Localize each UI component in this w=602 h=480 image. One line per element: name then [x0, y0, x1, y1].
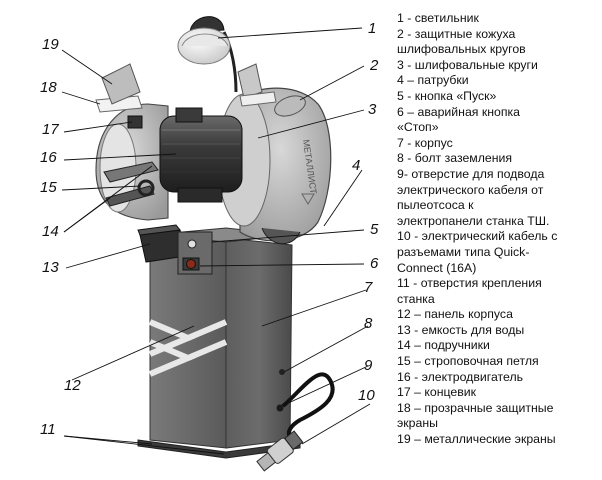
legend-line: 7 - корпус [397, 135, 453, 150]
legend-line: 1 - светильник [397, 11, 479, 25]
callout-4: 4 [352, 157, 360, 174]
metal-screen [101, 63, 141, 105]
callout-16: 16 [40, 149, 57, 166]
legend-line: 14 – подручники [397, 338, 490, 353]
callout-10: 10 [358, 387, 375, 404]
callout-19: 19 [42, 36, 59, 53]
dust-pipe [261, 227, 301, 244]
callout-18: 18 [40, 79, 57, 96]
legend-line: «Стоп» [397, 120, 439, 135]
legend-line: 6 – аварийная кнопка [397, 104, 521, 119]
start-button [187, 239, 197, 249]
legend-line: 16 - электродвигатель [397, 369, 524, 384]
limit-switch [127, 115, 143, 129]
callout-17: 17 [42, 121, 59, 138]
callout-14: 14 [42, 223, 59, 240]
legend-line: 8 - болт заземления [397, 151, 513, 166]
pedestal-body [137, 227, 301, 459]
callout-13: 13 [42, 259, 59, 276]
legend-line: 17 – концевик [397, 385, 477, 400]
legend-line: 18 – прозрачные защитные [397, 400, 554, 415]
legend-line: экраны [397, 416, 438, 431]
legend-line: 10 - электрический кабель с [397, 229, 558, 244]
legend-line: Connect (16A) [397, 260, 477, 275]
callout-numbers: 1 2 3 4 5 6 7 8 9 10 11 12 13 14 15 16 1… [40, 20, 379, 438]
legend-line: 19 – металлические экраны [397, 432, 556, 447]
lifting-loop [137, 179, 155, 197]
legend-line: станка [397, 291, 435, 306]
callout-8: 8 [364, 315, 373, 332]
callout-7: 7 [364, 279, 373, 296]
control-box [177, 231, 213, 275]
leader-lines [61, 27, 371, 455]
legend-line: электропанели станка ТШ. [397, 213, 550, 228]
callout-9: 9 [364, 357, 373, 374]
callout-1: 1 [368, 20, 376, 37]
callout-12: 12 [64, 377, 81, 394]
legend-line: 2 - защитные кожуха [397, 26, 516, 41]
legend-line: 12 – панель корпуса [397, 307, 513, 322]
legend-line: шлифовальных кругов [397, 42, 526, 57]
legend-line: 3 - шлифовальные круги [397, 57, 538, 72]
tool-rest [105, 185, 155, 207]
cable-hole [276, 404, 284, 412]
legend-line: пылеотсоса к [397, 198, 474, 213]
parts-legend: 1 - светильник 2 - защитные кожуха шлифо… [397, 11, 600, 448]
legend-line: электрического кабеля от [397, 182, 544, 197]
power-cable [256, 372, 335, 472]
lamp [177, 16, 238, 93]
callout-6: 6 [370, 255, 379, 272]
legend-line: 5 - кнопка «Пуск» [397, 88, 497, 103]
legend-line: 11 - отверстия крепления [397, 276, 542, 291]
callout-5: 5 [370, 221, 379, 238]
legend-line: разъемами типа Quick- [397, 244, 530, 259]
legend-line: 9- отверстие для подвода [397, 166, 545, 181]
callout-11: 11 [40, 421, 56, 438]
electric-motor [159, 107, 243, 203]
legend-line: 15 – строповочная петля [397, 354, 539, 369]
legend-line: 13 - емкость для воды [397, 322, 525, 337]
water-container [137, 224, 187, 263]
callout-3: 3 [368, 101, 377, 118]
tool-rest [103, 161, 159, 183]
emergency-stop-button [186, 259, 196, 269]
grounding-bolt [279, 369, 285, 375]
legend-line: 4 – патрубки [397, 73, 469, 88]
callout-15: 15 [40, 179, 57, 196]
callout-2: 2 [369, 57, 379, 74]
quick-connect-plug [256, 430, 304, 472]
